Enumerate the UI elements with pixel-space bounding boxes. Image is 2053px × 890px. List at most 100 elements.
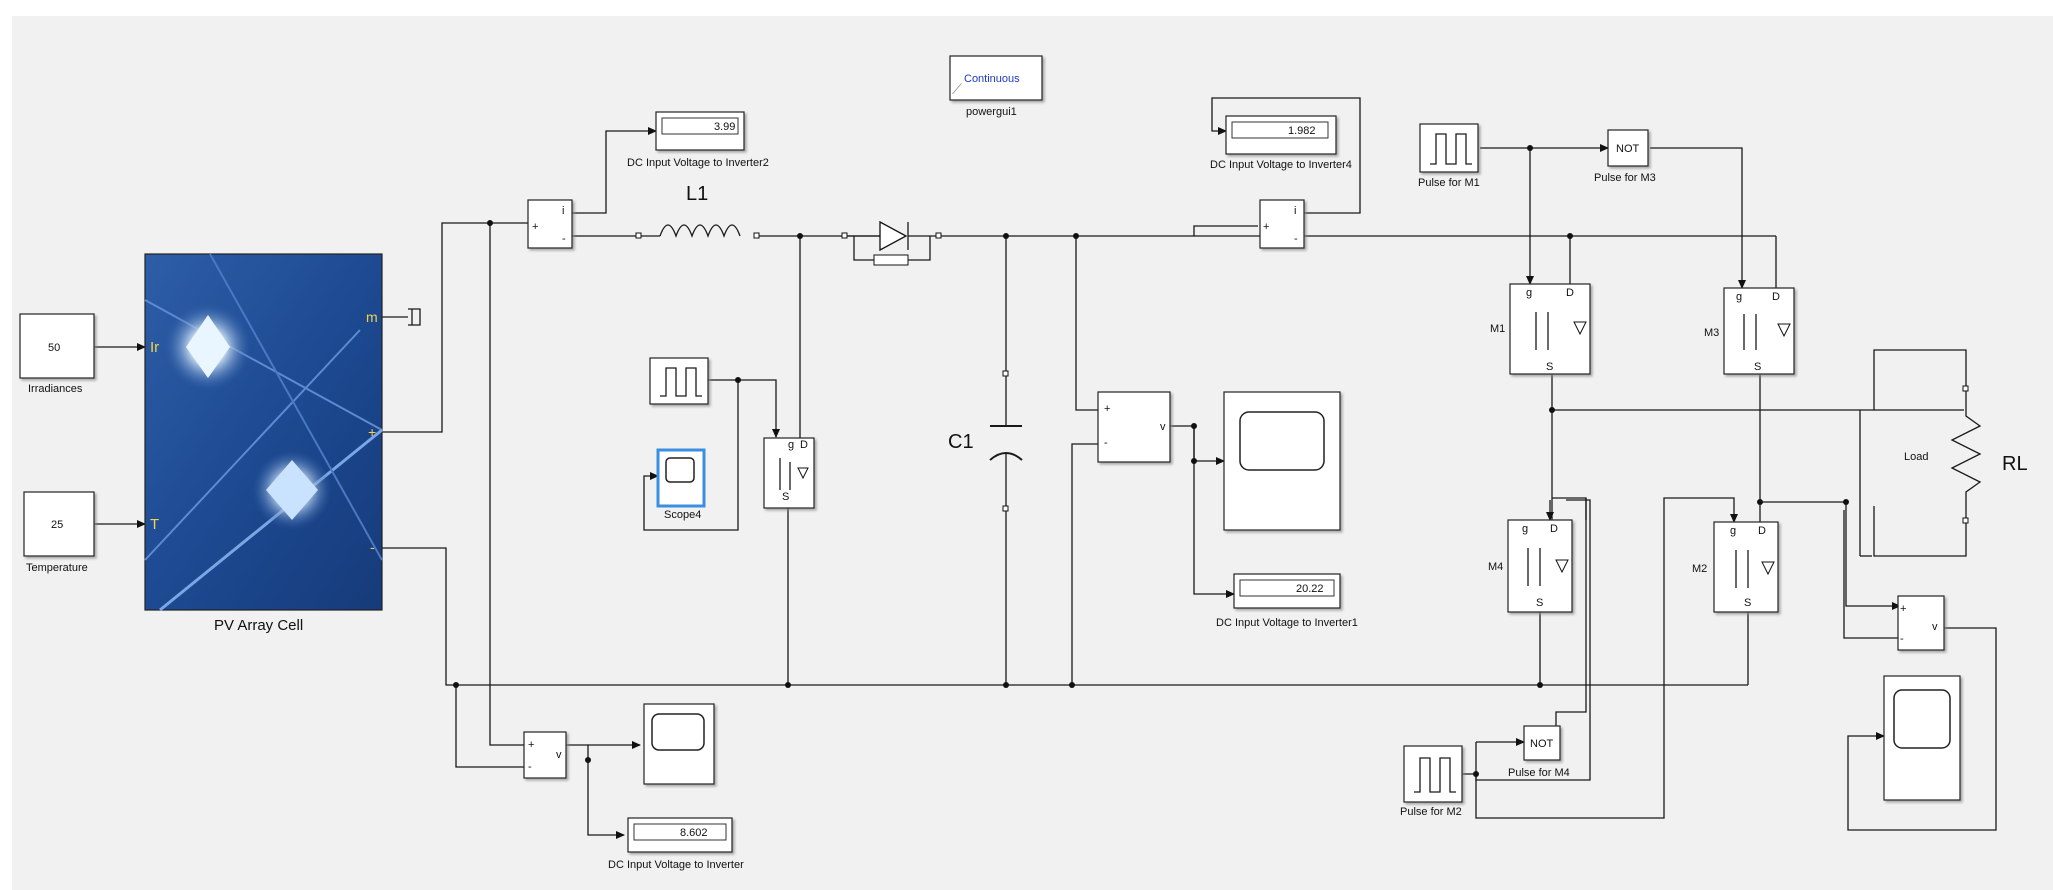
display-inverter-name: DC Input Voltage to Inverter (608, 859, 744, 871)
not-m4-label: NOT (1530, 738, 1554, 750)
pulse-for-m3-name: Pulse for M3 (1594, 172, 1656, 184)
load-rl-label: RL (2002, 453, 2028, 475)
mosfet-m1-label: M1 (1490, 323, 1505, 335)
mosfet-boost[interactable]: g D S (763, 437, 815, 509)
pv-array-name: PV Array Cell (214, 617, 303, 634)
voltage-meter-2-out: v (1160, 421, 1166, 433)
display-inverter4[interactable]: 1.982 DC Input Voltage to Inverter4 (1210, 115, 1352, 171)
mosfet-m1-d: D (1566, 287, 1574, 299)
pv-port-minus: - (370, 539, 375, 555)
mosfet-m2[interactable]: g D S M2 (1692, 521, 1779, 613)
current-meter-3-minus: - (1294, 233, 1298, 245)
pulse-generator-boost[interactable] (649, 357, 709, 405)
voltage-meter-2-plus: + (1104, 403, 1110, 415)
temperature-value: 25 (51, 519, 63, 531)
mosfet-m3-s: S (1754, 361, 1761, 373)
mosfet-m4-g: g (1522, 523, 1528, 535)
capacitor-label: C1 (948, 431, 974, 453)
mosfet-m3-label: M3 (1704, 327, 1719, 339)
scope-output-voltage[interactable] (1223, 391, 1341, 531)
voltage-meter-load-plus: + (1900, 603, 1906, 615)
current-meter-1-plus: + (532, 221, 538, 233)
display-inverter-value: 8.602 (680, 827, 708, 839)
voltage-meter-1-plus: + (528, 739, 534, 751)
display-inverter1-value: 20.22 (1296, 583, 1324, 595)
mosfet-m2-g: g (1730, 525, 1736, 537)
powergui-mode: Continuous (964, 73, 1020, 85)
wires (94, 97, 1997, 831)
display-inverter1-name: DC Input Voltage to Inverter1 (1216, 617, 1358, 629)
mosfet-m4[interactable]: g D S M4 (1488, 519, 1573, 613)
mosfet-m2-d: D (1758, 525, 1766, 537)
display-inverter2-value: 3.99 (714, 121, 735, 133)
mosfet-m4-s: S (1536, 597, 1543, 609)
powergui-block[interactable]: Continuous ⟋ powergui1 (949, 55, 1043, 118)
mosfet-boost-g: g (788, 439, 794, 451)
temperature-name: Temperature (26, 562, 88, 574)
not-m4[interactable]: NOT Pulse for M4 (1508, 725, 1570, 779)
irradiance-value: 50 (48, 342, 60, 354)
pv-port-t: T (150, 516, 159, 533)
voltage-meter-load-minus: - (1900, 633, 1904, 645)
current-meter-3-plus: + (1263, 221, 1269, 233)
mosfet-boost-d: D (800, 439, 808, 451)
temperature-constant[interactable]: 25 Temperature (23, 491, 95, 574)
load-label: Load (1904, 451, 1928, 463)
load-resistor[interactable]: Load RL (1904, 385, 2028, 524)
voltage-meter-1[interactable]: + - v (523, 731, 567, 779)
current-meter-1[interactable]: i + - (527, 199, 573, 249)
scope-load-voltage[interactable] (1883, 675, 1961, 801)
mosfet-m1[interactable]: g D S M1 (1490, 283, 1591, 375)
pulse-for-m4-name: Pulse for M4 (1508, 767, 1570, 779)
current-meter-3[interactable]: i + - (1259, 199, 1305, 249)
voltage-meter-load[interactable]: + - v (1897, 595, 1945, 651)
voltage-meter-1-out: v (556, 749, 562, 761)
terminator-block[interactable] (408, 308, 421, 326)
display-inverter1[interactable]: 20.22 DC Input Voltage to Inverter1 (1216, 573, 1358, 629)
mosfet-m3-d: D (1772, 291, 1780, 303)
not-m3[interactable]: NOT Pulse for M3 (1594, 129, 1656, 184)
mosfet-m1-g: g (1526, 287, 1532, 299)
irradiance-name: Irradiances (28, 383, 83, 395)
inductor-l1[interactable]: L1 (635, 183, 760, 239)
voltage-meter-1-minus: - (528, 761, 532, 773)
pulse-for-m2[interactable]: Pulse for M2 (1400, 745, 1463, 818)
current-meter-1-minus: - (562, 233, 566, 245)
mosfet-m2-s: S (1744, 597, 1751, 609)
mosfet-m3[interactable]: g D S M3 (1704, 287, 1795, 375)
mosfet-m1-s: S (1546, 361, 1553, 373)
junction-dots (453, 145, 1849, 777)
irradiance-constant[interactable]: 50 Irradiances (19, 313, 95, 395)
pv-array-block[interactable]: Ir T m + - PV Array Cell (144, 253, 383, 634)
not-m3-label: NOT (1616, 143, 1640, 155)
current-meter-3-out: i (1294, 205, 1296, 217)
scope4-block[interactable]: Scope4 (656, 448, 706, 521)
display-inverter[interactable]: 8.602 DC Input Voltage to Inverter (608, 817, 744, 871)
voltage-meter-2[interactable]: + - v (1097, 391, 1171, 463)
voltage-meter-load-out: v (1932, 621, 1938, 633)
scope-input-voltage[interactable] (643, 703, 715, 785)
display-inverter4-name: DC Input Voltage to Inverter4 (1210, 159, 1352, 171)
pv-port-m: m (366, 309, 378, 325)
scope4-name: Scope4 (664, 509, 701, 521)
voltage-meter-2-minus: - (1104, 437, 1108, 449)
pulse-for-m1-name: Pulse for M1 (1418, 177, 1480, 189)
inductor-label: L1 (686, 183, 708, 205)
mosfet-m4-d: D (1550, 523, 1558, 535)
pv-port-plus: + (368, 424, 376, 440)
pulse-for-m1[interactable]: Pulse for M1 (1418, 123, 1480, 189)
powergui-wave-icon: ⟋ (952, 81, 962, 97)
display-inverter2-name: DC Input Voltage to Inverter2 (627, 157, 769, 169)
display-inverter2[interactable]: 3.99 DC Input Voltage to Inverter2 (627, 111, 769, 169)
powergui-name: powergui1 (966, 106, 1017, 118)
mosfet-m3-g: g (1736, 291, 1742, 303)
mosfet-m4-label: M4 (1488, 561, 1503, 573)
mosfet-boost-s: S (782, 491, 789, 503)
capacitor-c1[interactable]: C1 (948, 370, 1023, 512)
pv-cell-image (144, 253, 383, 612)
current-meter-1-out: i (562, 205, 564, 217)
diode-block[interactable] (841, 220, 942, 266)
display-inverter4-value: 1.982 (1288, 125, 1316, 137)
